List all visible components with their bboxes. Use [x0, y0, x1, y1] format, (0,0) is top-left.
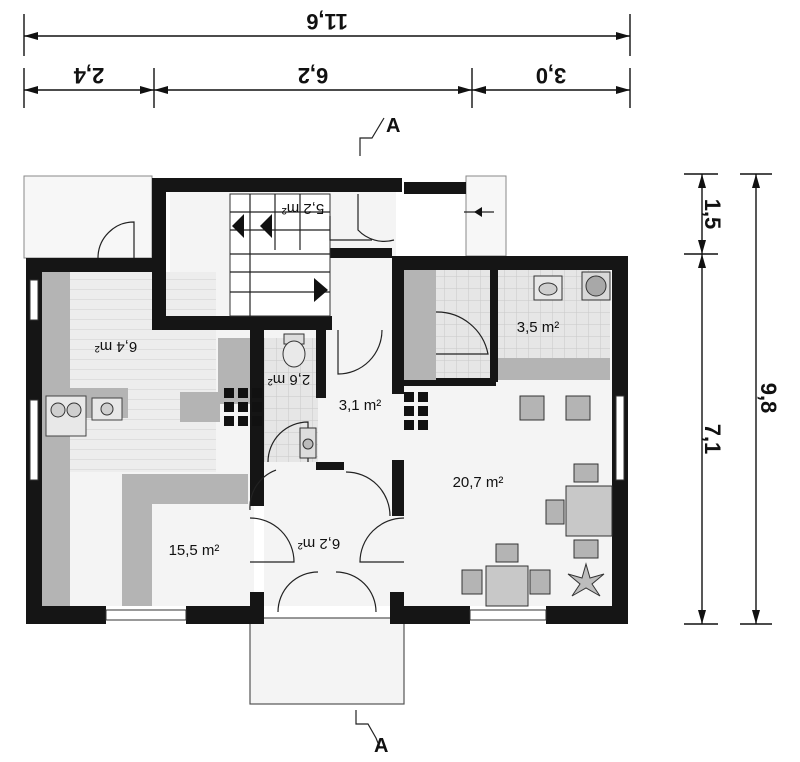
walls	[26, 178, 628, 624]
vent-grids	[224, 388, 428, 430]
area-hall: 6,2 m²	[298, 535, 341, 552]
kitchen-boards	[70, 272, 216, 472]
kitchen-furniture	[42, 272, 250, 606]
area-room: 15,5 m²	[169, 542, 220, 559]
area-stairs: 5,2 m²	[282, 200, 325, 217]
section-label-top: A	[386, 115, 400, 137]
area-kitchen: 6,4 m²	[95, 338, 138, 355]
coffee-table	[485, 565, 529, 607]
front-terrace	[249, 617, 405, 705]
wc-fixtures	[282, 333, 317, 459]
dim-seg-mid: 6,2	[298, 63, 329, 88]
dim-depth-main: 7,1	[700, 424, 725, 455]
section-mark-bottom: A	[355, 710, 388, 757]
area-bath: 3,5 m²	[517, 319, 560, 336]
dim-seg-right: 3,0	[536, 63, 567, 88]
dim-seg-left: 2,4	[73, 63, 104, 88]
sink-icon	[45, 395, 87, 437]
toilet-icon	[282, 340, 306, 368]
section-mark-top: A	[359, 115, 400, 156]
side-porch	[465, 175, 507, 257]
plant-icon	[567, 562, 605, 597]
section-label-bottom: A	[374, 735, 388, 757]
dim-total-width: 11,6	[306, 9, 348, 34]
entry-porch	[23, 175, 153, 259]
area-corridor: 3,1 m²	[339, 397, 382, 414]
living-furniture	[461, 395, 613, 607]
dining-table	[565, 485, 613, 537]
door-swings	[97, 194, 494, 613]
dim-depth-top: 1,5	[700, 199, 725, 230]
bath-fixtures	[404, 270, 611, 380]
dimension-lines	[23, 14, 772, 625]
dim-total-depth: 9,8	[756, 383, 781, 414]
area-living: 20,7 m²	[453, 474, 504, 491]
windows	[29, 279, 625, 621]
staircase	[229, 193, 372, 317]
area-wc: 2,6 m²	[268, 371, 311, 388]
